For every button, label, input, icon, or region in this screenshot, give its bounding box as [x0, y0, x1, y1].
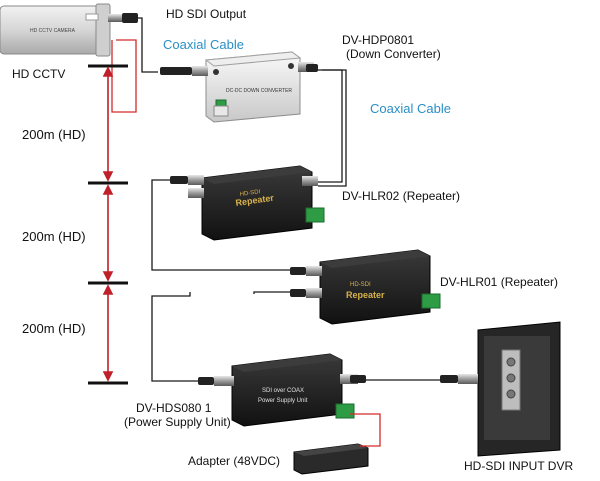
dv-hlr01-label: DV-HLR01 (Repeater) [440, 275, 559, 289]
dv-hdp0801-label: DV-HDP0801 [342, 33, 415, 47]
psu-face-line1: SDI over COAX [262, 388, 304, 394]
dv-hds0801-label: DV-HDS080 1 [136, 401, 212, 415]
hlr01-face-sub: HD-SDI [350, 282, 371, 288]
camera-face-text: HD CCTV CAMERA [30, 28, 76, 34]
coax-cables [138, 17, 440, 382]
adapter-label: Adapter (48VDC) [188, 454, 281, 468]
hlr02-face-sub: HD-SDI [239, 189, 261, 198]
dvr-label: HD-SDI INPUT DVR [464, 459, 574, 473]
power-supply-unit-label: (Power Supply Unit) [124, 415, 231, 429]
down-converter-label: (Down Converter) [346, 47, 441, 61]
power-wires [111, 39, 381, 447]
adapter-device [293, 443, 369, 475]
coaxial-cable-label-1: Coaxial Cable [163, 37, 244, 52]
down-converter-device: DC-DC DOWN CONVERTER [160, 51, 318, 123]
hd-sdi-output-label: HD SDI Output [166, 7, 247, 21]
hlr01-face-title: Repeater [346, 290, 385, 300]
repeater-hlr02-device: Repeater HD-SDI [170, 165, 325, 241]
power-supply-unit-device: SDI over COAX Power Supply Unit [198, 353, 366, 427]
psu-face-line2: Power Supply Unit [258, 398, 308, 404]
hd-cctv-camera: HD CCTV CAMERA [0, 3, 138, 57]
distance-label-3: 200m (HD) [22, 321, 86, 336]
distance-label-1: 200m (HD) [22, 127, 86, 142]
hd-cctv-label: HD CCTV [12, 67, 66, 81]
distance-label-2: 200m (HD) [22, 229, 86, 244]
repeater-hlr01-device: HD-SDI Repeater [290, 249, 441, 325]
distance-markers [88, 64, 128, 385]
dv-hlr02-label: DV-HLR02 (Repeater) [342, 189, 461, 203]
down-converter-face-text: DC-DC DOWN CONVERTER [226, 88, 292, 94]
coaxial-cable-label-2: Coaxial Cable [370, 101, 451, 116]
dvr-device [440, 321, 561, 457]
